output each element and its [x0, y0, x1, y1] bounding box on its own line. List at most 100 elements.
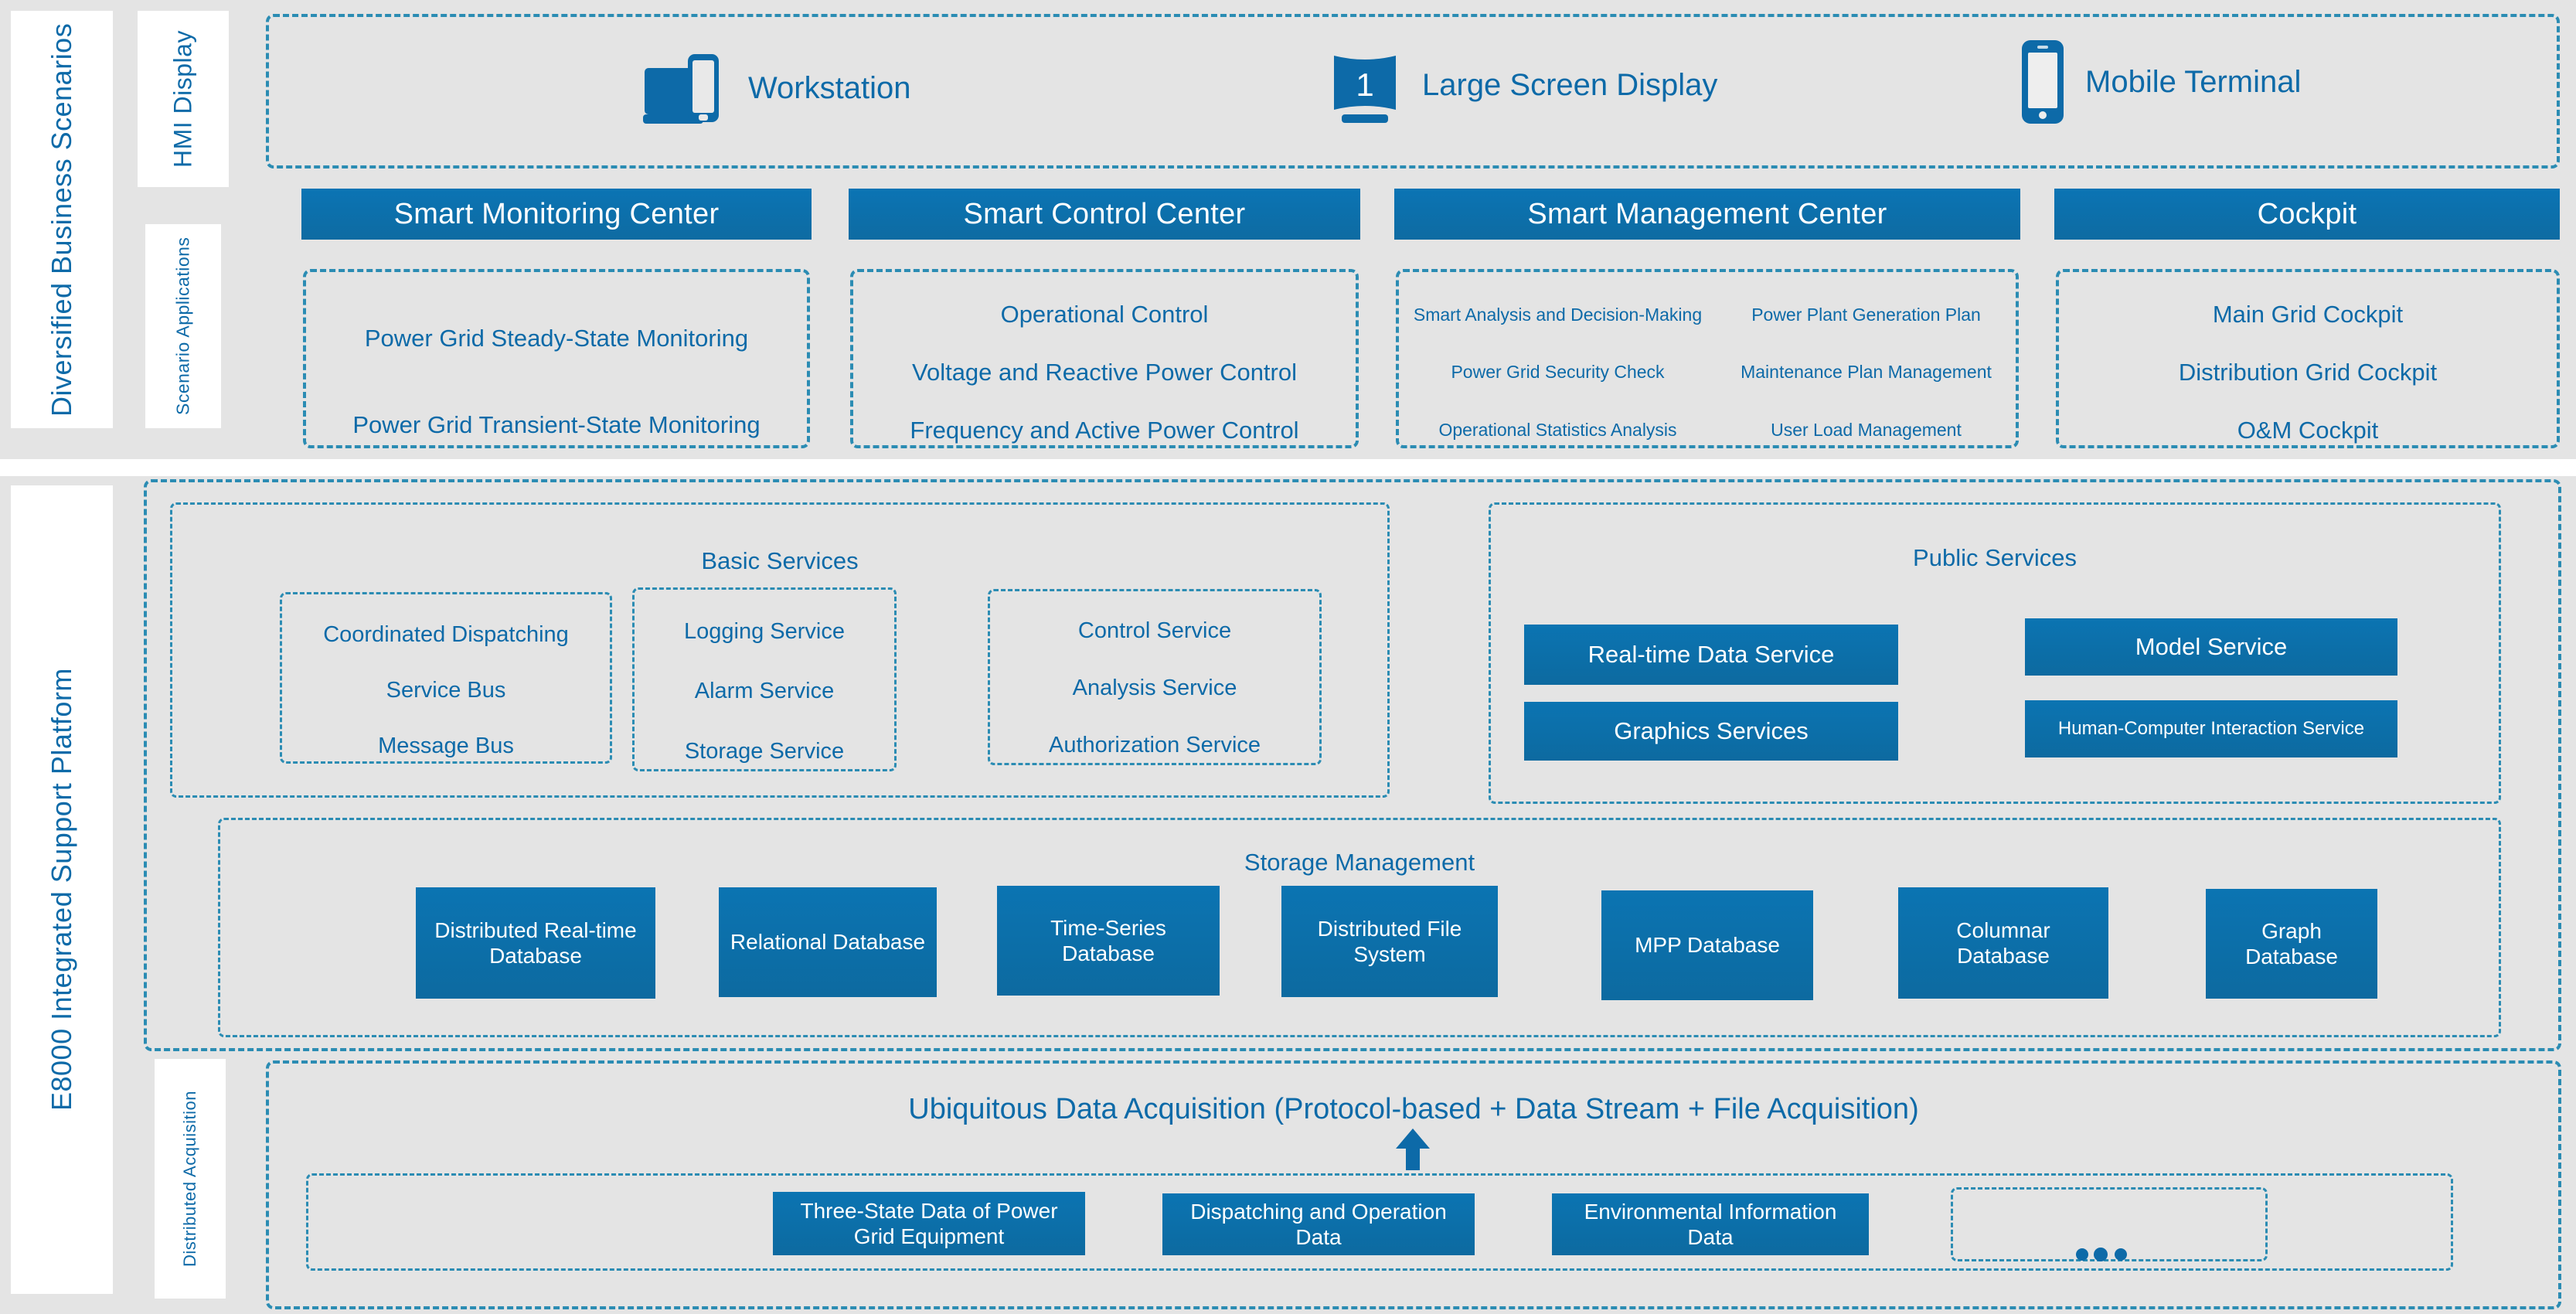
- side-label-platform-text: E8000 Integrated Support Platform: [46, 668, 77, 1111]
- scenario-item[interactable]: Power Plant Generation Plan: [1751, 304, 1981, 325]
- hmi-label-workstation: Workstation: [748, 70, 911, 105]
- svg-text:1: 1: [1356, 66, 1373, 103]
- scenario-item[interactable]: Operational Statistics Analysis: [1438, 420, 1677, 441]
- scenario-item-list: Main Grid Cockpit Distribution Grid Cock…: [2059, 272, 2557, 473]
- acquisition-item-environmental-information-data[interactable]: Environmental Information Data: [1552, 1193, 1869, 1255]
- basic-services-title-text: Basic Services: [701, 547, 859, 574]
- hmi-label-mobile-terminal: Mobile Terminal: [2085, 64, 2302, 99]
- scenario-item[interactable]: Distribution Grid Cockpit: [2178, 358, 2438, 386]
- scenario-items-smart-monitoring-center: Power Grid Steady-State Monitoring Power…: [303, 269, 810, 448]
- hmi-item-workstation[interactable]: Workstation: [641, 48, 910, 128]
- scenario-item[interactable]: Voltage and Reactive Power Control: [911, 358, 1297, 386]
- public-service-graphics[interactable]: Graphics Services: [1524, 702, 1898, 761]
- service-list: Logging Service Alarm Service Storage Se…: [635, 590, 894, 794]
- storage-management-panel: [218, 818, 2501, 1037]
- storage-item-label: Distributed File System: [1317, 916, 1462, 966]
- public-service-model[interactable]: Model Service: [2025, 618, 2397, 676]
- storage-item-label: Graph Database: [2245, 918, 2338, 968]
- side-label-business-text: Diversified Business Scenarios: [46, 22, 77, 417]
- basic-services-group-3: Control Service Analysis Service Authori…: [988, 589, 1322, 765]
- storage-item-mpp-database[interactable]: MPP Database: [1601, 890, 1813, 1000]
- scenario-item[interactable]: Power Grid Security Check: [1451, 362, 1665, 383]
- scenario-item[interactable]: Main Grid Cockpit: [2212, 301, 2404, 328]
- storage-item-label: Columnar Database: [1956, 917, 2050, 968]
- scenario-header-label: Smart Management Center: [1527, 197, 1887, 230]
- support-platform-region: [144, 479, 2561, 1051]
- placeholder-dots-icon: [2073, 1248, 2135, 1261]
- scenario-header-label: Smart Monitoring Center: [393, 197, 720, 230]
- scenario-item[interactable]: Operational Control: [1000, 301, 1209, 328]
- scenario-item-list: Operational Control Voltage and Reactive…: [853, 272, 1356, 473]
- service-item[interactable]: Analysis Service: [1072, 675, 1237, 700]
- acquisition-item-placeholder: [1951, 1187, 2268, 1261]
- basic-services-group-2: Logging Service Alarm Service Storage Se…: [632, 587, 897, 771]
- public-service-real-time-data[interactable]: Real-time Data Service: [1524, 625, 1898, 685]
- scenario-items-smart-control-center: Operational Control Voltage and Reactive…: [850, 269, 1359, 448]
- storage-item-label: MPP Database: [1635, 933, 1780, 958]
- scenario-item[interactable]: Maintenance Plan Management: [1741, 362, 1992, 383]
- scenario-items-smart-management-center: Smart Analysis and Decision-Making Power…: [1396, 269, 2019, 448]
- side-label-acquisition-text: Distributed Acquisition: [180, 1091, 199, 1267]
- scenario-item[interactable]: Power Grid Transient-State Monitoring: [352, 411, 761, 438]
- public-service-label: Graphics Services: [1614, 717, 1809, 744]
- scenario-header-smart-monitoring-center[interactable]: Smart Monitoring Center: [301, 189, 812, 240]
- service-item[interactable]: Alarm Service: [694, 679, 835, 704]
- storage-item-columnar-database[interactable]: Columnar Database: [1898, 887, 2108, 999]
- storage-item-time-series-database[interactable]: Time-Series Database: [997, 886, 1220, 996]
- service-item[interactable]: Control Service: [1077, 618, 1232, 643]
- public-service-label: Human-Computer Interaction Service: [2057, 717, 2365, 739]
- acquisition-items-panel: [306, 1173, 2453, 1271]
- scenario-header-label: Smart Control Center: [963, 197, 1246, 230]
- scenario-item[interactable]: User Load Management: [1771, 420, 1962, 441]
- storage-item-graph-database[interactable]: Graph Database: [2206, 889, 2377, 999]
- storage-item-label: Relational Database: [730, 930, 926, 955]
- scenario-item[interactable]: O&M Cockpit: [2237, 416, 2379, 444]
- scenario-item[interactable]: Power Grid Steady-State Monitoring: [364, 325, 749, 352]
- storage-management-title: Storage Management: [218, 849, 2501, 877]
- scenario-header-smart-management-center[interactable]: Smart Management Center: [1394, 189, 2020, 240]
- service-list: Coordinated Dispatching Service Bus Mess…: [282, 594, 610, 786]
- acquisition-item-three-state-data[interactable]: Three-State Data of Power Grid Equipment: [773, 1192, 1085, 1255]
- scenario-item-column-left: Smart Analysis and Decision-Making Power…: [1404, 286, 1712, 459]
- scenario-header-cockpit[interactable]: Cockpit: [2054, 189, 2560, 240]
- large-screen-icon: 1: [1325, 45, 1405, 125]
- scenario-item-two-columns: Smart Analysis and Decision-Making Power…: [1399, 272, 2025, 473]
- up-arrow-icon: [1391, 1127, 1434, 1172]
- storage-management-title-text: Storage Management: [1244, 849, 1475, 876]
- side-label-scenario-apps-text: Scenario Applications: [172, 237, 193, 416]
- service-item[interactable]: Service Bus: [386, 677, 506, 703]
- side-label-hmi-display: HMI Display: [138, 11, 229, 187]
- public-service-label: Model Service: [2135, 632, 2288, 660]
- scenario-item-column-right: Power Plant Generation Plan Maintenance …: [1712, 286, 2020, 459]
- scenario-header-smart-control-center[interactable]: Smart Control Center: [849, 189, 1360, 240]
- side-label-distributed-acquisition: Distributed Acquisition: [155, 1059, 226, 1299]
- acquisition-title: Ubiquitous Data Acquisition (Protocol-ba…: [266, 1093, 2561, 1126]
- storage-item-distributed-real-time-database[interactable]: Distributed Real-time Database: [416, 887, 655, 999]
- hmi-label-large-screen-display: Large Screen Display: [1422, 67, 1718, 102]
- scenario-items-cockpit: Main Grid Cockpit Distribution Grid Cock…: [2056, 269, 2560, 448]
- service-item[interactable]: Coordinated Dispatching: [323, 621, 569, 647]
- service-item[interactable]: Authorization Service: [1048, 732, 1261, 757]
- basic-services-panel: [170, 502, 1390, 798]
- hmi-item-mobile-terminal[interactable]: Mobile Terminal: [2017, 39, 2301, 125]
- public-service-label: Real-time Data Service: [1587, 640, 1835, 668]
- acquisition-item-dispatching-operation-data[interactable]: Dispatching and Operation Data: [1162, 1193, 1475, 1255]
- public-service-human-computer-interaction[interactable]: Human-Computer Interaction Service: [2025, 700, 2397, 757]
- scenario-item[interactable]: Smart Analysis and Decision-Making: [1413, 304, 1703, 325]
- hmi-display-row: [266, 14, 2560, 169]
- service-item[interactable]: Message Bus: [378, 733, 514, 758]
- service-item[interactable]: Logging Service: [684, 619, 845, 645]
- public-services-panel: [1489, 502, 2501, 804]
- hmi-item-large-screen-display[interactable]: 1 Large Screen Display: [1325, 45, 1717, 125]
- storage-item-distributed-file-system[interactable]: Distributed File System: [1281, 886, 1498, 997]
- service-item[interactable]: Storage Service: [684, 738, 845, 764]
- side-label-platform: E8000 Integrated Support Platform: [11, 485, 113, 1294]
- workstation-icon: [641, 48, 731, 128]
- scenario-header-label: Cockpit: [2257, 197, 2357, 230]
- storage-item-relational-database[interactable]: Relational Database: [719, 887, 937, 997]
- basic-services-group-1: Coordinated Dispatching Service Bus Mess…: [280, 592, 612, 764]
- scenario-item[interactable]: Frequency and Active Power Control: [910, 416, 1299, 444]
- acquisition-region: [266, 1060, 2561, 1309]
- acquisition-title-text: Ubiquitous Data Acquisition (Protocol-ba…: [908, 1093, 1919, 1125]
